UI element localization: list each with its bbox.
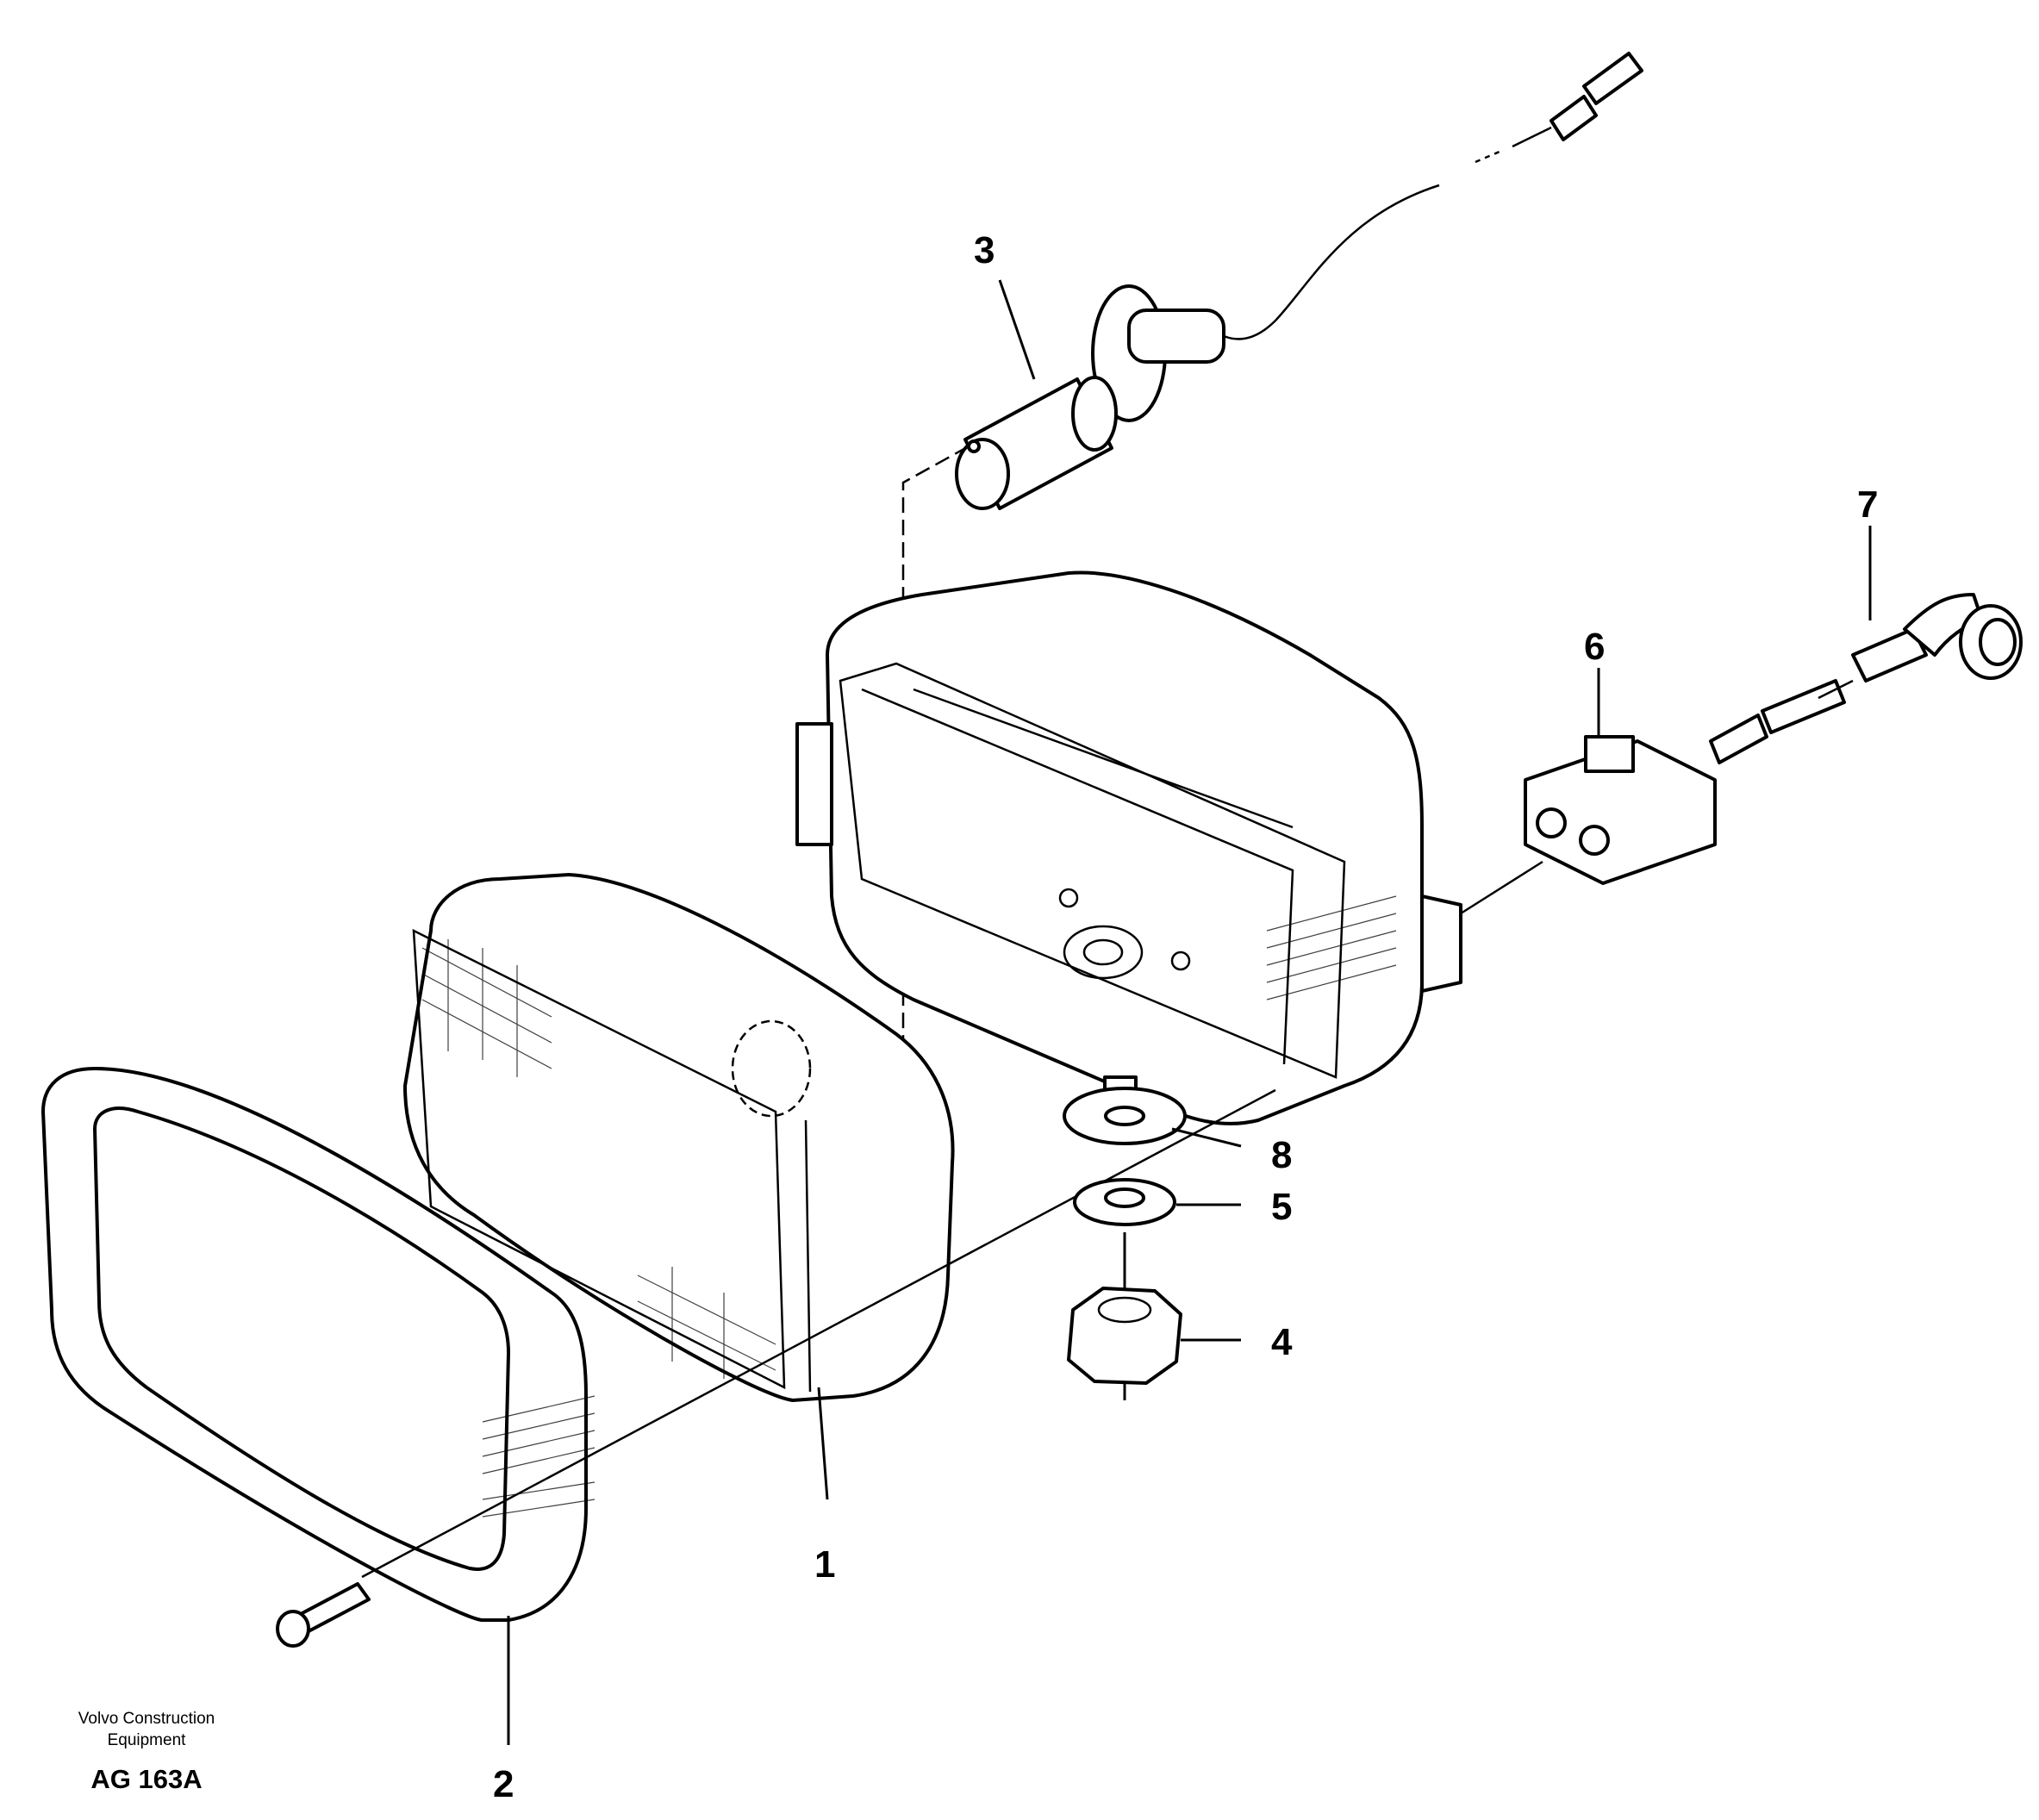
company-name-line1: Volvo Construction [78,1710,215,1728]
callout-4: 4 [1271,1321,1293,1363]
washer-icon [1063,1075,1187,1314]
elbow-connector-icon [1818,593,2023,700]
lamp-housing-icon [795,570,1462,1125]
screw-icon [276,1088,1276,1648]
connector-icon [1460,679,1846,915]
leader-3 [998,279,1036,380]
callout-5: 5 [1271,1186,1292,1228]
callout-6: 6 [1584,626,1605,668]
callout-8: 8 [1271,1134,1292,1176]
lamp-bezel-icon [41,1067,595,1622]
callout-1: 1 [814,1543,835,1586]
callout-3: 3 [974,229,995,271]
callout-leaders [507,279,1872,1745]
callout-7: 7 [1857,483,1878,526]
leader-1 [817,1387,829,1500]
nut-icon [1067,1287,1182,1400]
lamp-lens-icon [403,873,955,1402]
leader-8 [1171,1127,1242,1148]
drawing-code: AG 163A [90,1764,202,1794]
company-name-line2: Equipment [108,1731,187,1749]
callout-2: 2 [493,1763,514,1805]
